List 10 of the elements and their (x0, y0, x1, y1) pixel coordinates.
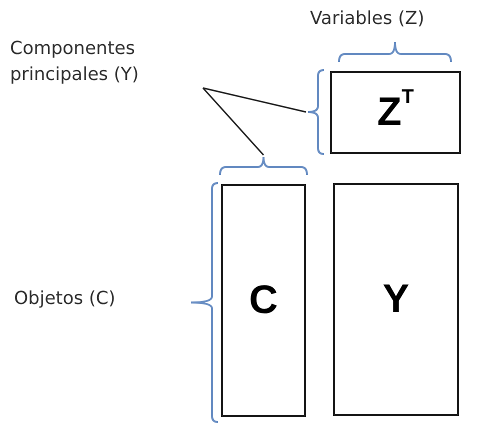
axis-label: Objetos (C) (14, 287, 116, 311)
leader-line (202, 87, 306, 113)
matrix-box: Z$^{T}$ (330, 71, 461, 154)
matrix-box: C (221, 184, 306, 417)
callout-text: Componentes principales (Y) (10, 36, 215, 88)
curly-bracket (306, 68, 326, 156)
leader-line (202, 88, 264, 156)
curly-bracket (218, 155, 309, 177)
matrix-box: Y (333, 183, 459, 416)
axis-label: Variables (Z) (310, 7, 424, 31)
